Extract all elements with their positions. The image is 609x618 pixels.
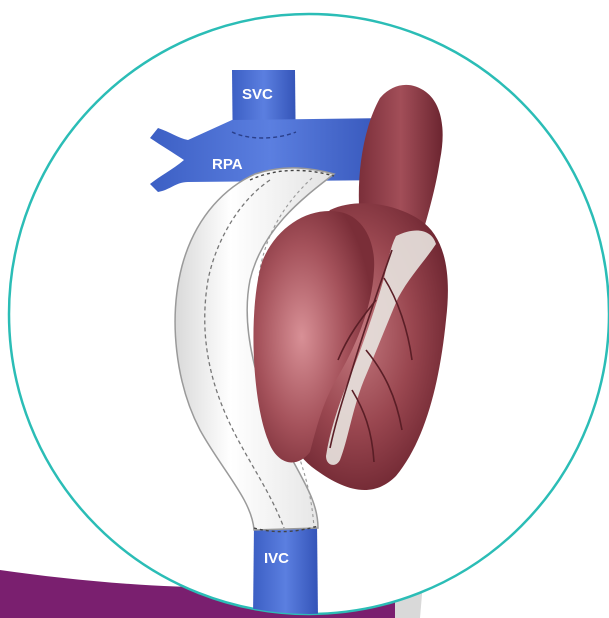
rpa-label: RPA <box>212 156 243 173</box>
svc-label: SVC <box>242 86 273 103</box>
ivc-vessel <box>253 522 318 618</box>
ivc-label: IVC <box>264 550 289 567</box>
